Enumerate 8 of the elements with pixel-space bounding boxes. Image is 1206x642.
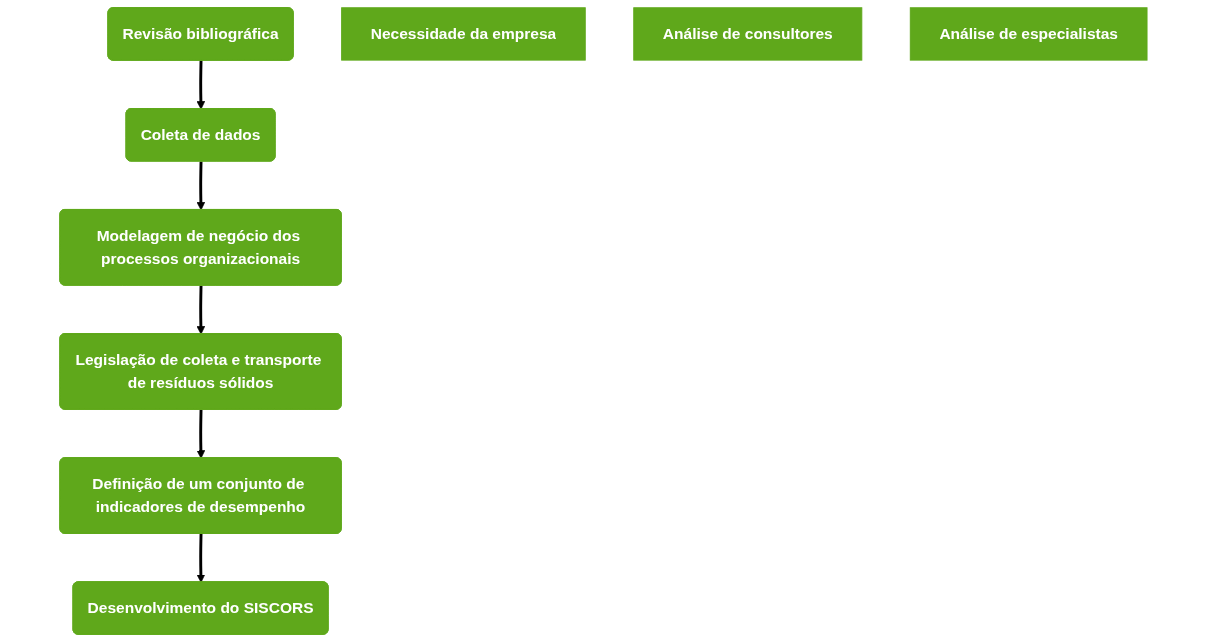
arrow: [196, 60, 205, 110]
arrow: [196, 285, 205, 335]
node-box: Análise de especialistas: [909, 7, 1148, 61]
arrow: [196, 533, 205, 583]
arrow: [196, 161, 205, 211]
node-box: Análise de consultores: [632, 7, 862, 61]
arrow: [196, 409, 205, 459]
node-box: Necessidade da empresa: [340, 7, 586, 61]
